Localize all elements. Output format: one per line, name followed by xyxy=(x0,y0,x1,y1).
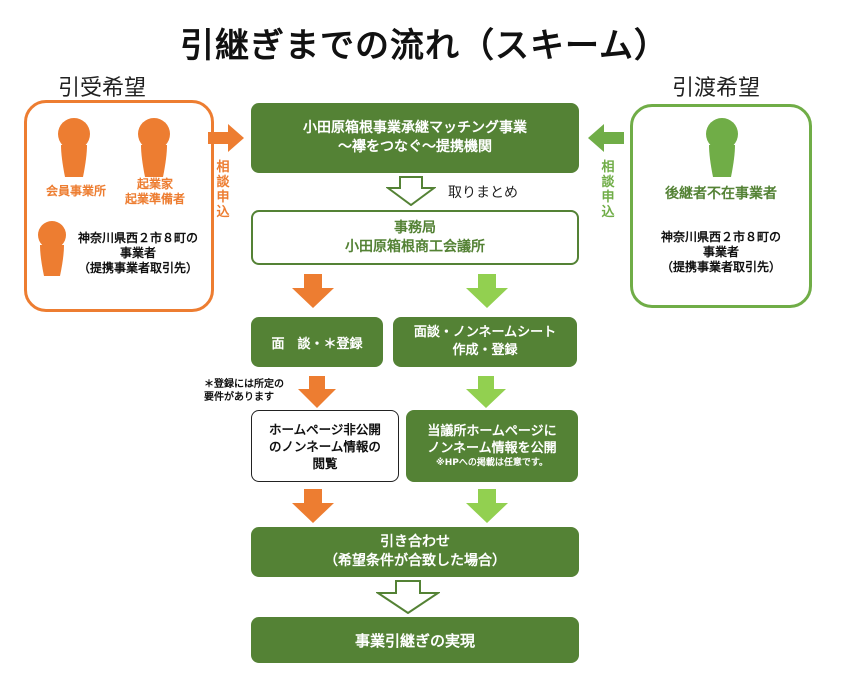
private-info-box: ホームページ非公開 のノンネーム情報の 閲覧 xyxy=(251,410,399,482)
public-info-box: 当議所ホームページに ノンネーム情報を公開 ※HPへの掲載は任意です。 xyxy=(406,410,578,482)
registration-note: ＊登録には所定の 要件があります xyxy=(204,379,284,403)
left-panel-label: 引受希望 xyxy=(58,76,147,101)
right-consult-label: 相談申込 xyxy=(601,160,615,220)
matching-program-box: 小田原箱根事業承継マッチング事業 ～襷をつなぐ～提携機関 xyxy=(251,103,579,173)
page-title: 引継ぎまでの流れ（スキーム） xyxy=(180,26,669,66)
left-panel xyxy=(24,100,214,312)
public-info-text: 当議所ホームページに ノンネーム情報を公開 xyxy=(427,423,557,456)
matching-box: 引き合わせ （希望条件が合致した場合） xyxy=(251,527,579,577)
person-entrepreneur-icon xyxy=(138,118,170,177)
summary-label: 取りまとめ xyxy=(448,185,518,201)
summary-arrow-icon xyxy=(386,176,436,206)
person-successor-icon xyxy=(706,118,738,177)
orange-down-arrow-icon xyxy=(298,376,336,408)
interview-box: 面 談・＊登録 xyxy=(251,317,383,367)
final-box: 事業引継ぎの実現 xyxy=(251,617,579,663)
public-info-note: ※HPへの掲載は任意です。 xyxy=(436,457,548,468)
right-business-text: 神奈川県西２市８町の 事業者 （提携事業者取引先） xyxy=(660,230,781,274)
right-panel-label: 引渡希望 xyxy=(672,76,761,101)
green-down-arrow-icon xyxy=(466,376,506,408)
orange-down-arrow-icon xyxy=(292,274,334,308)
person-entrepreneur-label: 起業家 起業準備者 xyxy=(124,177,185,206)
left-consult-arrow-icon xyxy=(208,124,244,152)
left-consult-label: 相談申込 xyxy=(216,160,230,220)
green-down-arrow-icon xyxy=(466,489,508,523)
office-box: 事務局 小田原箱根商工会議所 xyxy=(251,210,579,265)
person-successor-label: 後継者不在事業者 xyxy=(665,186,777,202)
right-consult-arrow-icon xyxy=(588,124,624,152)
orange-down-arrow-icon xyxy=(292,489,334,523)
right-panel xyxy=(630,104,812,308)
final-arrow-icon xyxy=(376,580,440,614)
left-business-text: 神奈川県西２市８町の 事業者 （提携事業者取引先） xyxy=(77,231,198,275)
nonname-sheet-box: 面談・ノンネームシート 作成・登録 xyxy=(393,317,577,367)
person-business-icon xyxy=(38,221,66,276)
green-down-arrow-icon xyxy=(466,274,508,308)
person-member-icon xyxy=(58,118,90,177)
person-member-label: 会員事業所 xyxy=(45,184,106,198)
